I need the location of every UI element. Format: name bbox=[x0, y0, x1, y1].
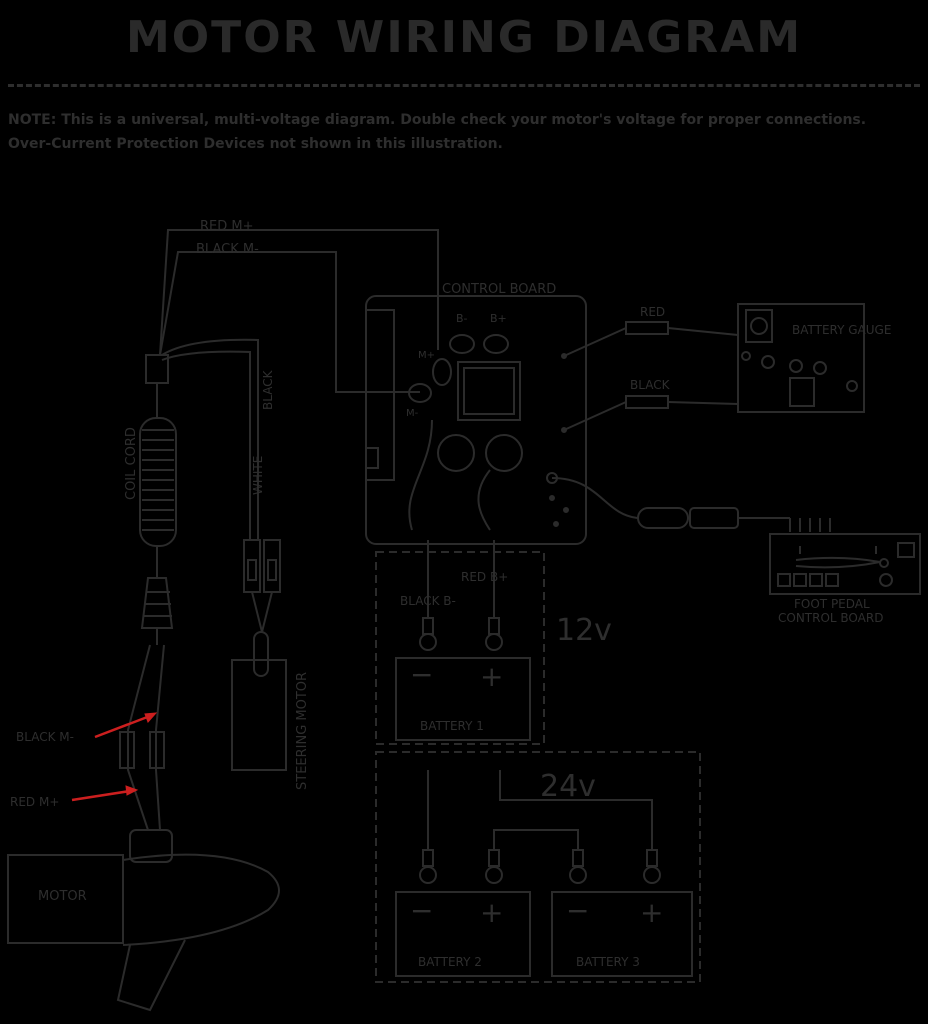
steering-wires: WHITE BLACK STEERING MOTOR bbox=[231, 369, 310, 790]
label-black-b-minus: BLACK B- bbox=[400, 594, 456, 608]
label-m-minus: M- bbox=[406, 408, 419, 419]
label-foot-pedal-2: CONTROL BOARD bbox=[778, 611, 883, 625]
label-m-plus: M+ bbox=[418, 350, 435, 361]
label-foot-pedal-1: FOOT PEDAL bbox=[794, 597, 870, 611]
arrow-black-m-minus bbox=[94, 714, 151, 739]
label-steering-motor: STEERING MOTOR bbox=[295, 672, 310, 790]
zone-12v: 12v RED B+ BLACK B- − + BATTERY 1 bbox=[375, 540, 612, 745]
label-b-plus: B+ bbox=[490, 312, 507, 325]
gauge-wires: RED BLACK bbox=[563, 305, 739, 431]
trolling-motor: MOTOR bbox=[7, 829, 280, 1012]
battery3-plus: + bbox=[640, 896, 663, 929]
label-battery3: BATTERY 3 bbox=[576, 955, 640, 969]
coil-connector bbox=[145, 338, 259, 540]
note-label: NOTE: bbox=[8, 112, 57, 128]
note-body: This is a universal, multi-voltage diagr… bbox=[8, 112, 867, 152]
label-black-vertical: BLACK bbox=[261, 369, 275, 410]
label-red-m-plus-top: RED M+ bbox=[200, 219, 254, 234]
foot-pedal-board: FOOT PEDAL CONTROL BOARD bbox=[769, 533, 921, 625]
coil-cord: COIL CORD bbox=[124, 383, 177, 645]
label-black-m-minus-low: BLACK M- bbox=[16, 730, 74, 744]
battery1-plus: + bbox=[480, 660, 503, 693]
label-24v: 24v bbox=[540, 769, 596, 804]
label-control-board: CONTROL BOARD bbox=[442, 282, 556, 297]
label-battery-gauge: BATTERY GAUGE bbox=[792, 323, 891, 337]
battery2-minus: − bbox=[410, 894, 433, 927]
label-red: RED bbox=[640, 305, 665, 319]
diagram-title: MOTOR WIRING DIAGRAM bbox=[125, 12, 802, 63]
label-12v: 12v bbox=[556, 613, 612, 648]
control-board: CONTROL BOARD B- B+ M+ M- bbox=[365, 282, 587, 545]
battery3-minus: − bbox=[566, 894, 589, 927]
label-red-m-plus-low: RED M+ bbox=[10, 795, 59, 809]
foot-pedal-cable bbox=[551, 477, 831, 532]
battery2-plus: + bbox=[480, 896, 503, 929]
label-coil-cord: COIL CORD bbox=[124, 427, 139, 500]
dashed-divider bbox=[8, 84, 920, 87]
battery-gauge: BATTERY GAUGE bbox=[737, 303, 891, 413]
note-text: NOTE: This is a universal, multi-voltage… bbox=[8, 108, 908, 156]
label-red-b-plus: RED B+ bbox=[461, 570, 508, 584]
label-black: BLACK bbox=[630, 378, 671, 392]
label-b-minus: B- bbox=[456, 312, 468, 325]
label-battery1: BATTERY 1 bbox=[420, 719, 484, 733]
zone-24v: 24v − + BATTERY 2 − + BATTERY 3 bbox=[375, 751, 701, 983]
battery1-minus: − bbox=[410, 658, 433, 691]
motor-lead: BLACK M- RED M+ bbox=[10, 644, 165, 831]
arrow-red-m-plus bbox=[71, 789, 131, 802]
top-wires: RED M+ BLACK M- bbox=[159, 219, 439, 393]
label-motor: MOTOR bbox=[38, 889, 87, 904]
label-black-m-minus-top: BLACK M- bbox=[196, 242, 259, 257]
label-battery2: BATTERY 2 bbox=[418, 955, 482, 969]
label-white: WHITE bbox=[251, 456, 265, 495]
